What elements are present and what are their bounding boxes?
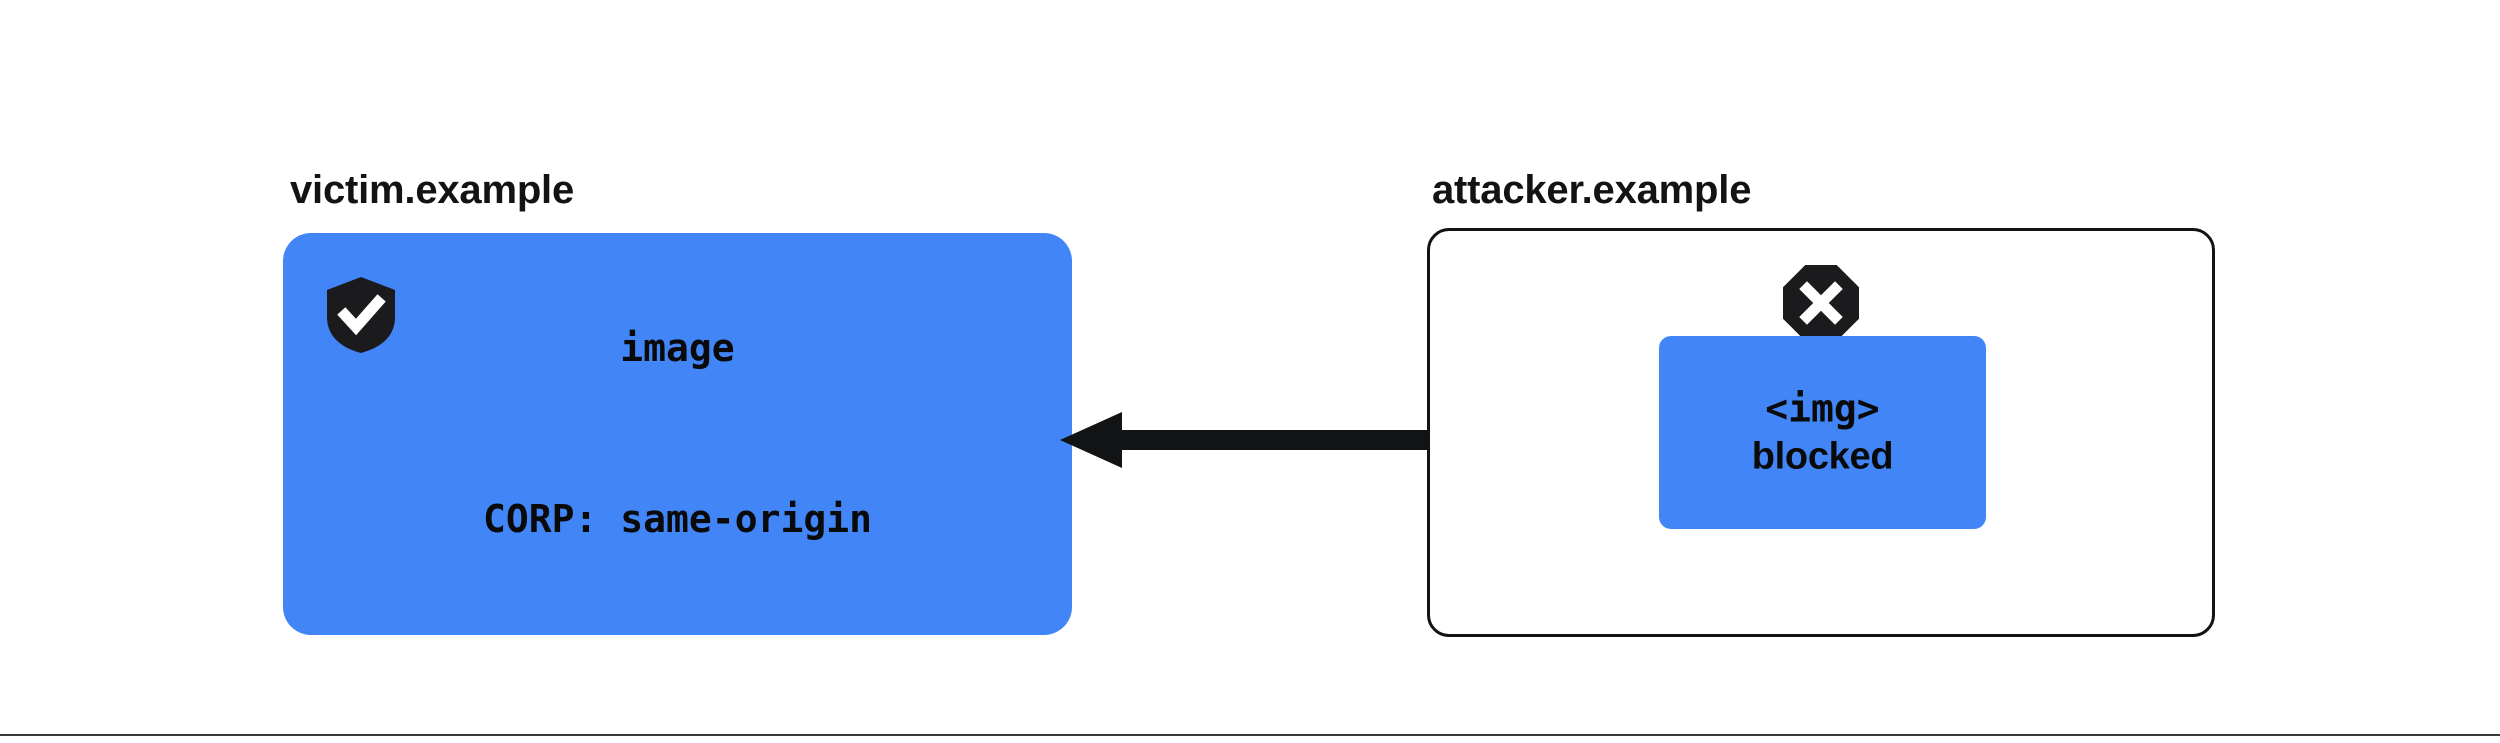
victim-resource-line: image (620, 326, 735, 370)
attacker-status-line: blocked (1751, 435, 1894, 478)
octagon-x-icon (1783, 265, 1859, 341)
victim-origin-label: victim.example (290, 168, 575, 212)
victim-resource-text: image CORP: same-origin (283, 206, 1072, 662)
victim-corp-header-line: CORP: same-origin (483, 497, 872, 541)
attacker-request-text: <img> blocked (1659, 384, 1986, 481)
attacker-element-line: <img> (1765, 385, 1880, 430)
attacker-image-request-box: <img> blocked (1659, 336, 1986, 529)
shield-check-icon (325, 275, 397, 355)
attacker-origin-label: attacker.example (1432, 168, 1752, 212)
victim-origin-panel: image CORP: same-origin (283, 233, 1072, 635)
attacker-origin-panel: <img> blocked (1427, 228, 2215, 637)
bottom-divider (0, 734, 2500, 736)
